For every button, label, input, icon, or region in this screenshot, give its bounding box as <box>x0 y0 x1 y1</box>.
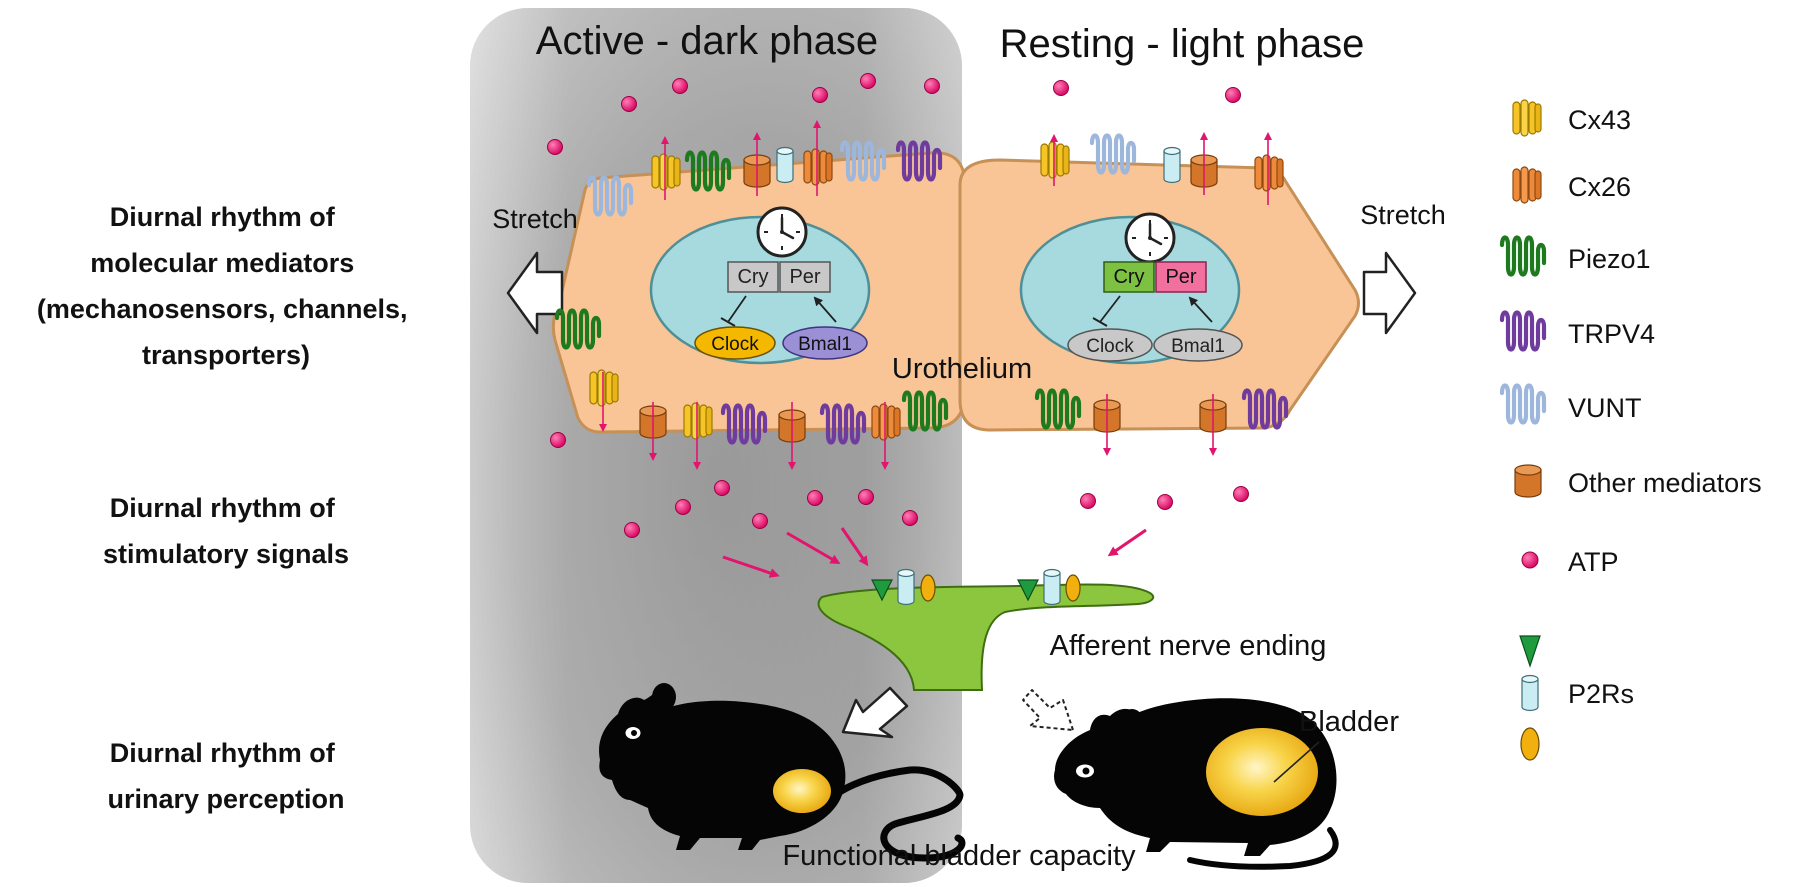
legend-label: Cx43 <box>1568 105 1631 135</box>
perception-arrow-resting <box>1022 689 1074 731</box>
cx43-icon <box>589 369 619 407</box>
p2r-oval-icon <box>920 574 936 602</box>
bmal1-gene-left: Bmal1 <box>782 326 868 360</box>
vunt-icon <box>1502 386 1544 423</box>
legend-item-vunt: VUNT <box>1502 386 1642 424</box>
row-label-signals: Diurnal rhythm of stimulatory signals <box>103 493 349 569</box>
afferent-nerve-ending <box>817 583 1155 691</box>
per-box-right: Per <box>1155 261 1207 293</box>
cx43-icon <box>1512 99 1542 137</box>
row-label-perception: Diurnal rhythm of urinary perception <box>107 738 344 814</box>
cry-box-right: Cry <box>1103 261 1155 293</box>
nerve-receptors-left <box>871 568 936 606</box>
row-label-molecular: Diurnal rhythm of molecular mediators (m… <box>37 202 415 370</box>
legend-label: P2Rs <box>1568 679 1634 709</box>
stretch-label-left: Stretch <box>492 204 578 234</box>
legend-item-cx26: Cx26 <box>1512 166 1631 204</box>
p2r-icon <box>897 568 915 606</box>
atp-release-arrows <box>599 120 1272 470</box>
per-label-right: Per <box>1165 266 1196 288</box>
nerve-receptors-right <box>1017 568 1081 606</box>
p2r-icon <box>1521 674 1539 712</box>
legend-label: Cx26 <box>1568 172 1631 202</box>
cx43-icon <box>651 153 681 191</box>
cx26-icon <box>871 403 901 441</box>
per-box-left: Per <box>779 261 831 293</box>
piezo1-icon <box>1502 238 1544 275</box>
legend: Cx43 Cx26 Piezo1 TRPV4 VUNT Other mediat… <box>1502 99 1762 761</box>
afferent-label: Afferent nerve ending <box>1050 630 1327 662</box>
clock-gene-right: Clock <box>1067 328 1153 362</box>
bladder-active <box>773 769 831 813</box>
legend-item-cx43: Cx43 <box>1512 99 1631 137</box>
mouse-resting <box>1054 698 1339 870</box>
legend-label: VUNT <box>1568 393 1642 423</box>
bmal1-label-right: Bmal1 <box>1171 336 1225 357</box>
legend-item-other-mediators: Other mediators <box>1514 464 1762 498</box>
clock-label-right: Clock <box>1086 336 1134 357</box>
cx26-icon <box>803 148 833 186</box>
p2r-oval-icon <box>1065 574 1081 602</box>
stretch-label-right: Stretch <box>1360 200 1446 230</box>
p2r-oval-icon <box>1520 727 1540 761</box>
active-phase-title: Active - dark phase <box>536 19 878 63</box>
atp-icon <box>1521 551 1539 569</box>
legend-item-trpv4: TRPV4 <box>1502 313 1655 350</box>
legend-item-piezo1: Piezo1 <box>1502 238 1651 275</box>
cx43-icon <box>683 402 713 440</box>
legend-label: Piezo1 <box>1568 244 1651 274</box>
bladder-resting <box>1206 728 1318 816</box>
bladder-pointer <box>1273 741 1320 783</box>
mediator-icon <box>1514 464 1542 498</box>
clock-label-left: Clock <box>711 334 759 355</box>
bladder-label: Bladder <box>1299 706 1399 738</box>
stretch-arrow-right <box>1362 251 1417 335</box>
bmal1-label-left: Bmal1 <box>798 334 852 355</box>
p2r-triangle-icon <box>1017 579 1039 602</box>
capacity-label: Functional bladder capacity <box>782 840 1136 872</box>
cry-box-left: Cry <box>727 261 779 293</box>
cx26-icon <box>1512 166 1542 204</box>
atp-molecules <box>547 73 1249 538</box>
legend-item-atp: ATP <box>1521 547 1619 577</box>
legend-item-p2rs: P2Rs <box>1519 635 1634 761</box>
resting-phase-title: Resting - light phase <box>1000 22 1365 66</box>
bmal1-gene-right: Bmal1 <box>1153 328 1243 362</box>
legend-label: Other mediators <box>1568 468 1762 498</box>
signal-arrows <box>722 527 1147 578</box>
urothelium-label: Urothelium <box>892 353 1032 385</box>
p2r-icon <box>1043 568 1061 606</box>
clock-gene-left: Clock <box>694 326 776 360</box>
clock-icon-left <box>756 206 808 258</box>
trpv4-icon <box>1502 313 1544 350</box>
p2r-icon <box>776 146 794 184</box>
mouse-active <box>599 683 966 862</box>
legend-label: TRPV4 <box>1568 319 1655 349</box>
p2r-triangle-icon <box>1519 635 1541 668</box>
p2r-icon <box>1163 146 1181 184</box>
stretch-arrow-left <box>506 251 564 335</box>
perception-arrow-active <box>841 686 909 739</box>
legend-label: ATP <box>1568 547 1619 577</box>
cx43-icon <box>1040 141 1070 179</box>
clock-icon-right <box>1124 212 1176 264</box>
per-label-left: Per <box>789 266 820 288</box>
cx26-icon <box>1254 154 1284 192</box>
cry-label-left: Cry <box>737 266 768 288</box>
cry-label-right: Cry <box>1113 266 1144 288</box>
p2r-triangle-icon <box>871 579 893 602</box>
